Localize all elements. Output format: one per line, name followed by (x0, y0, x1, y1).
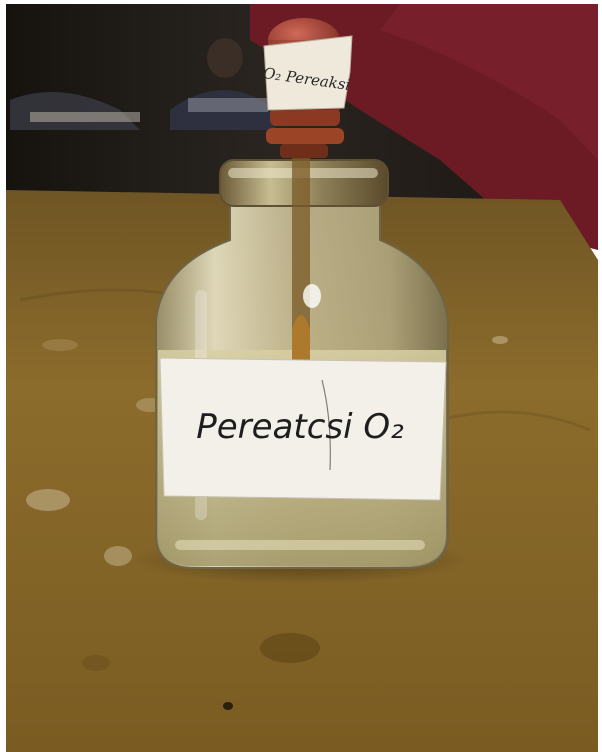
bottle-label: Pereatcsi O₂ (159, 357, 447, 501)
bottle-label-text: Pereatcsi O₂ (196, 407, 404, 447)
stopper-tag: O₂ Pereaksi (262, 35, 353, 111)
